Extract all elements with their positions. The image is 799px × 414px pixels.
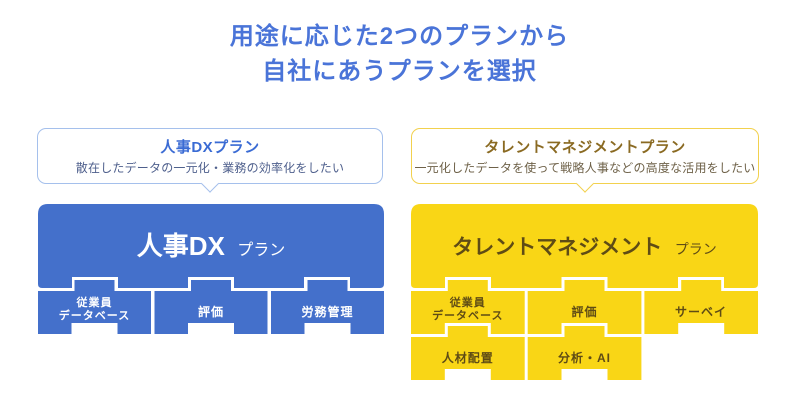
module-piece-analytics-ai [527, 326, 642, 380]
module-piece-employee-db [38, 280, 151, 334]
module-piece-employee-db [411, 280, 525, 334]
talent-block-suffix: プラン [675, 241, 717, 257]
module-label-employee-db-line2: データベース [59, 308, 130, 322]
hr-dx-plan-card-title: 人事DXプラン [160, 139, 260, 156]
module-piece-survey [644, 280, 758, 334]
talent-plan-card-subtitle: 一元化したデータを使って戦略人事などの高度な活用をしたい [414, 161, 756, 175]
hr-dx-plan-card-subtitle: 散在したデータの一元化・業務の効率化をしたい [75, 161, 345, 175]
page-title: 用途に応じた2つのプランから 自社にあうプランを選択 [0, 19, 799, 89]
page-title-line2: 自社にあうプランを選択 [262, 58, 537, 85]
module-label-employee-db-line1: 従業員 [449, 295, 486, 309]
module-label-survey: サーベイ [675, 305, 727, 319]
module-piece-evaluation [527, 280, 642, 334]
hr-dx-header-shape [38, 204, 384, 288]
hr-dx-block-name: 人事DX [137, 231, 226, 261]
module-label-evaluation: 評価 [571, 304, 597, 319]
speech-bubble-tail [575, 174, 595, 193]
module-piece-evaluation [154, 280, 268, 334]
talent-block-title: タレントマネジメント プラン [452, 236, 716, 259]
module-label-placement: 人材配置 [442, 350, 494, 365]
talent-plan-block: タレントマネジメント プラン 従業員 データベース 評価 サーベイ 人材配置 分… [411, 204, 758, 380]
hr-dx-block-title: 人事DX プラン [137, 231, 286, 261]
module-label-employee-db-line2: データベース [432, 308, 503, 322]
module-piece-placement [411, 326, 525, 380]
module-label-employee-db-line1: 従業員 [76, 295, 113, 309]
talent-block-name: タレントマネジメント [452, 236, 662, 259]
talent-plan-card: タレントマネジメントプラン 一元化したデータを使って戦略人事などの高度な活用をし… [411, 128, 759, 193]
module-label-labor: 労務管理 [301, 304, 353, 319]
module-label-evaluation: 評価 [198, 304, 224, 319]
module-piece-labor [271, 280, 384, 334]
talent-plan-card-title: タレントマネジメントプラン [484, 139, 686, 156]
speech-bubble-tail [200, 174, 220, 193]
hr-dx-plan-card: 人事DXプラン 散在したデータの一元化・業務の効率化をしたい [37, 128, 383, 193]
talent-header-shape [411, 204, 758, 288]
hr-dx-block-suffix: プラン [237, 241, 285, 259]
hr-dx-plan-block: 人事DX プラン 従業員 データベース 評価 労務管理 [38, 204, 384, 334]
page-title-line1: 用途に応じた2つのプランから [229, 23, 570, 50]
module-label-analytics-ai: 分析・AI [558, 350, 611, 365]
